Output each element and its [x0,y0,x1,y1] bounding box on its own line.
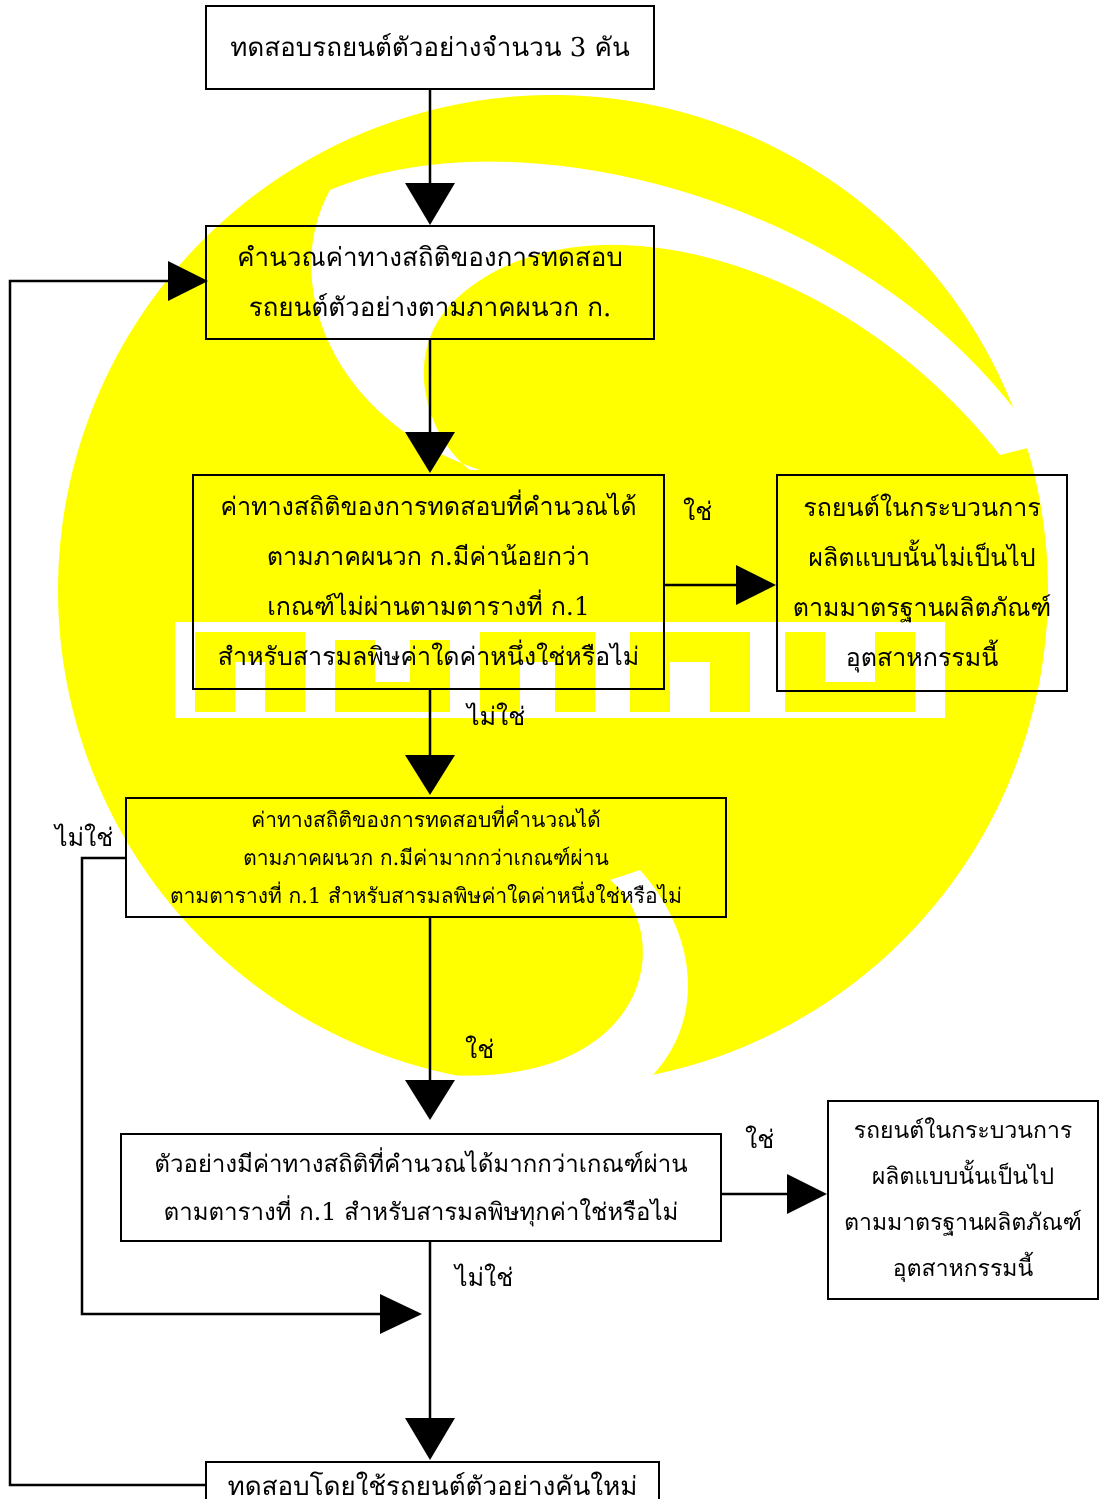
edge-label-d2-yes: ใช่ [465,1035,495,1064]
box-line: ผลิตแบบนั้นไม่เป็นไป [808,543,1036,572]
box-line: ตามตารางที่ ก.1 สำหรับสารมลพิษทุกค่าใช่ห… [163,1197,679,1226]
edge-label-d2-no: ไม่ใช่ [55,823,114,852]
arrowhead-fail [736,565,776,605]
arrow-retest-loop [8,279,205,1487]
arrowhead-calc [405,183,455,225]
arrowhead-pass [787,1174,827,1214]
arrowhead-d1 [405,432,455,473]
box-line: ทดสอบรถยนต์ตัวอย่างจำนวน 3 คัน [230,32,630,63]
box-line: ค่าทางสถิติของการทดสอบที่คำนวณได้ [220,492,637,521]
box-line: สำหรับสารมลพิษค่าใดค่าหนึ่งใช่หรือไม่ [217,642,640,671]
pass-result-box: รถยนต์ในกระบวนการ ผลิตแบบนั้นเป็นไป ตามม… [827,1100,1099,1300]
arrowhead-d3 [405,1080,455,1120]
box-line: ตามมาตรฐานผลิตภัณฑ์ [792,593,1052,622]
arrowhead-merge [380,1294,422,1334]
edge-label-d1-no: ไม่ใช่ [467,702,526,731]
box-line: เกณฑ์ไม่ผ่านตามตารางที่ ก.1 [267,592,590,621]
edge-label-d3-yes: ใช่ [745,1125,775,1154]
edge-label-d1-yes: ใช่ [683,497,713,526]
start-box: ทดสอบรถยนต์ตัวอย่างจำนวน 3 คัน [205,5,655,90]
box-line: ทดสอบโดยใช้รถยนต์ตัวอย่างคันใหม่ [227,1472,638,1499]
retest-box: ทดสอบโดยใช้รถยนต์ตัวอย่างคันใหม่ [205,1461,660,1499]
box-line: อุตสาหกรรมนี้ [845,643,999,672]
box-line: ตัวอย่างมีค่าทางสถิติที่คำนวณได้มากกว่าเ… [154,1149,688,1178]
fail-result-box: รถยนต์ในกระบวนการ ผลิตแบบนั้นไม่เป็นไป ต… [776,474,1068,692]
logo-lettering [195,632,915,712]
box-line: รถยนต์ในกระบวนการ [853,1118,1073,1144]
box-line: ผลิตแบบนั้นเป็นไป [871,1164,1055,1190]
box-line: ตามภาคผนวก ก.มีค่ามากกว่าเกณฑ์ผ่าน [243,845,609,870]
box-line: รถยนต์ในกระบวนการ [803,493,1041,522]
arrowhead-d2 [405,755,455,795]
arrowhead-loop [168,261,208,301]
decision-3-box: ตัวอย่างมีค่าทางสถิติที่คำนวณได้มากกว่าเ… [120,1133,722,1242]
box-line: ตามภาคผนวก ก.มีค่าน้อยกว่า [266,542,591,571]
box-line: ตามตารางที่ ก.1 สำหรับสารมลพิษค่าใดค่าหน… [170,883,682,908]
decision-1-box: ค่าทางสถิติของการทดสอบที่คำนวณได้ ตามภาค… [192,474,665,690]
box-line: ค่าทางสถิติของการทดสอบที่คำนวณได้ [251,807,601,832]
arrowhead-retest [405,1418,455,1460]
calculate-box: คำนวณค่าทางสถิติของการทดสอบ รถยนต์ตัวอย่… [205,225,655,340]
decision-2-box: ค่าทางสถิติของการทดสอบที่คำนวณได้ ตามภาค… [125,797,727,918]
edge-label-d3-no: ไม่ใช่ [455,1263,514,1292]
arrow-d2-no [80,856,380,1316]
box-line: อุตสาหกรรมนี้ [892,1256,1034,1282]
box-line: คำนวณค่าทางสถิติของการทดสอบ [237,242,623,273]
box-line: ตามมาตรฐานผลิตภัณฑ์ [844,1210,1082,1236]
box-line: รถยนต์ตัวอย่างตามภาคผนวก ก. [248,292,612,323]
